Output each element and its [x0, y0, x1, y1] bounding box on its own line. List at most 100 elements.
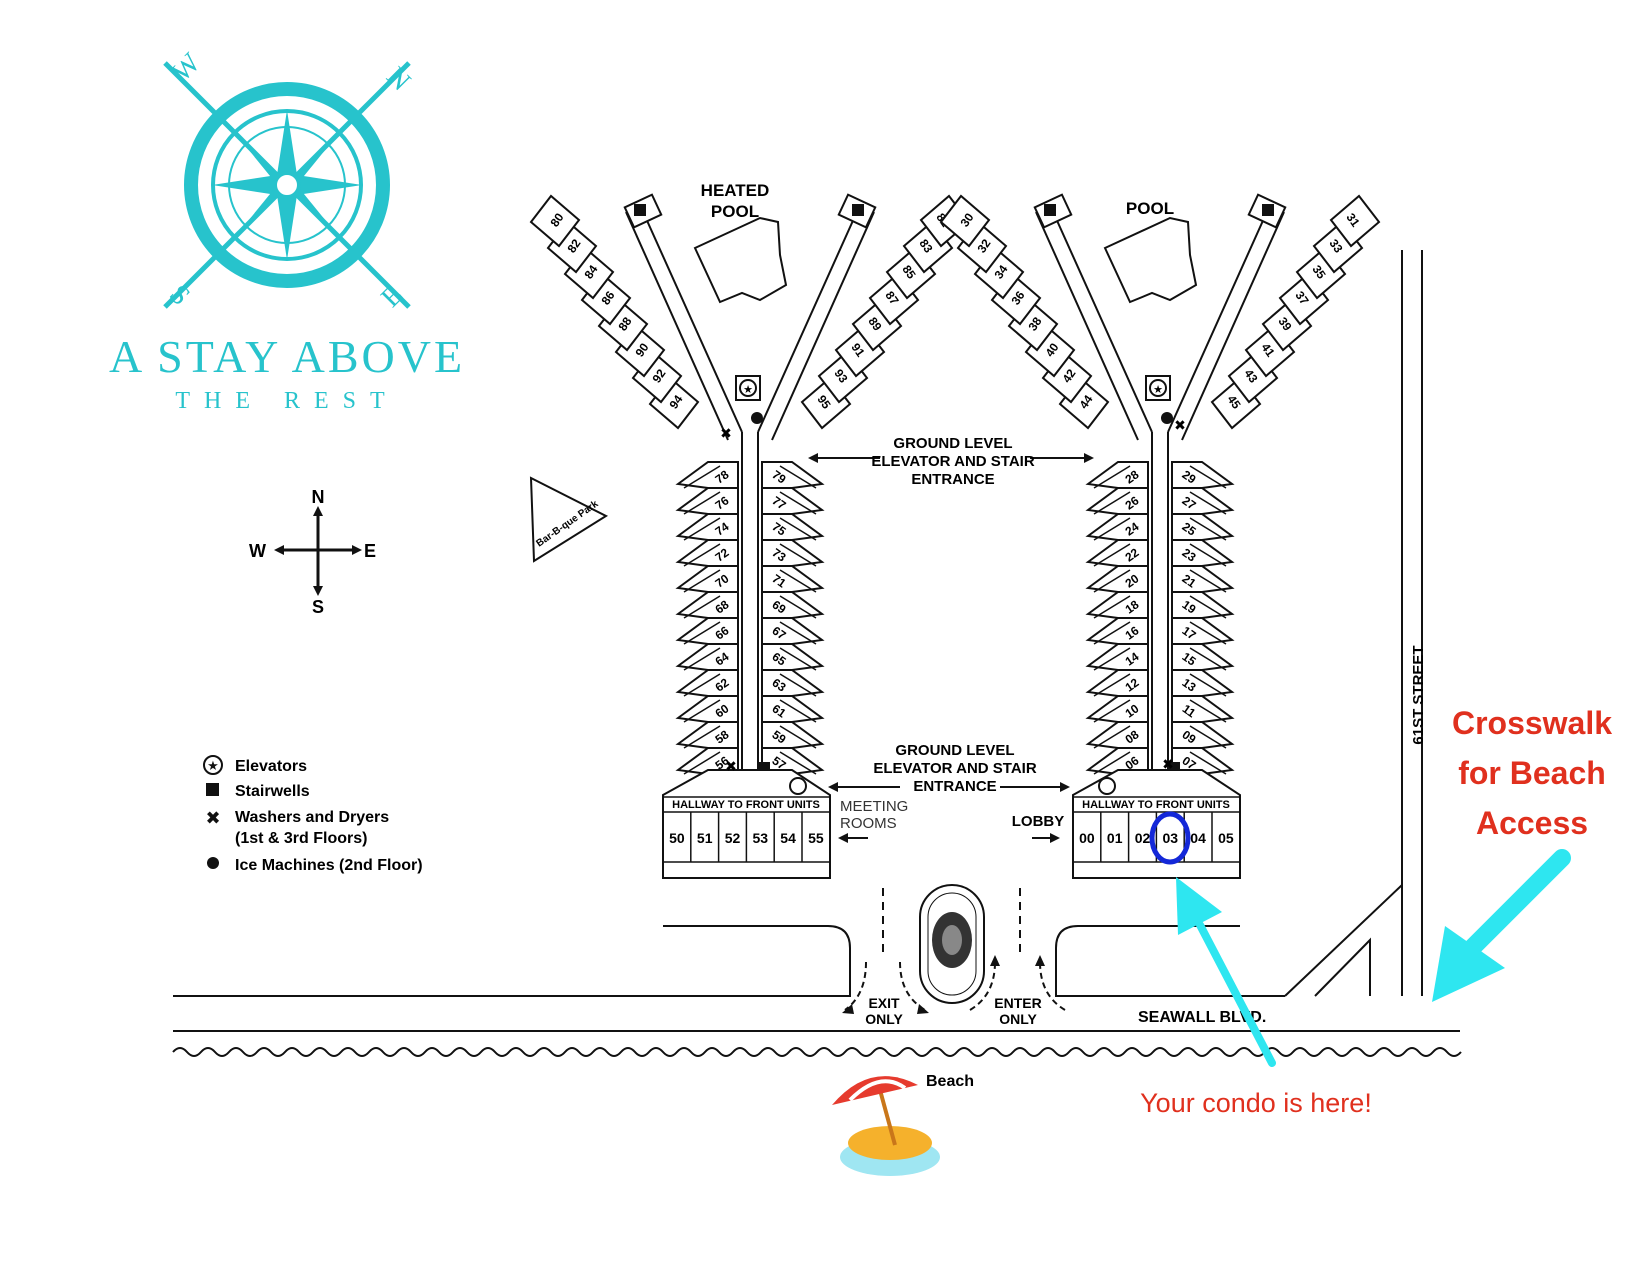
crosswalk-line3: Access	[1476, 805, 1588, 841]
right-unit-23: 23	[1171, 539, 1235, 567]
entrance-top-line3: ENTRANCE	[911, 471, 994, 488]
right-unit-05: 05	[1211, 812, 1234, 862]
north-arrow-compass-icon	[274, 506, 362, 596]
right-unit-18: 18	[1085, 591, 1149, 619]
legend-label-washers-note: (1st & 3rd Floors)	[235, 830, 367, 847]
meeting-rooms-line1: MEETING	[840, 798, 908, 815]
svg-text:02: 02	[1135, 830, 1151, 846]
logo-letter-e: E	[375, 280, 409, 314]
compass-e: E	[364, 541, 376, 561]
svg-text:54: 54	[780, 830, 796, 846]
svg-text:50: 50	[669, 830, 685, 846]
right-unit-00: 00	[1079, 830, 1095, 846]
left-stairwell-icon	[634, 204, 646, 216]
heated-pool-label-2: POOL	[711, 202, 759, 221]
left-unit-62: 62	[675, 669, 739, 697]
left-unit-69: 69	[761, 591, 825, 619]
crosswalk-arrow-icon	[1432, 849, 1571, 1002]
highlighted-unit-marker	[1149, 811, 1191, 865]
right-unit-31: 31	[1329, 194, 1381, 248]
washer-dryer-icon: ✖	[205, 808, 220, 828]
svg-text:03: 03	[1163, 830, 1179, 846]
right-unit-25: 25	[1171, 513, 1235, 541]
left-unit-80: 80	[529, 194, 581, 248]
right-unit-13: 13	[1171, 669, 1235, 697]
legend: ★ Elevators Stairwells ✖ Washers and Dry…	[203, 755, 423, 874]
hallway-label-left: HALLWAY TO FRONT UNITS	[672, 799, 820, 811]
enter-arrows-icon	[969, 961, 1066, 1011]
exit-only-line1: EXIT	[868, 995, 900, 1011]
logo-letter-w: W	[166, 47, 207, 88]
entrance-bottom: GROUND LEVEL ELEVATOR AND STAIR ENTRANCE	[828, 742, 1070, 795]
right-unit-11: 11	[1171, 695, 1235, 723]
left-unit-63: 63	[761, 669, 825, 697]
brand-title: A STAY ABOVE	[109, 331, 465, 382]
svg-text:51: 51	[697, 830, 713, 846]
right-top-washer-icon: ✖	[1174, 417, 1186, 433]
left-unit-75: 75	[761, 513, 825, 541]
condo-here-label: Your condo is here!	[1140, 1088, 1372, 1118]
right-unit-21: 21	[1171, 565, 1235, 593]
hallway-label-right: HALLWAY TO FRONT UNITS	[1082, 799, 1230, 811]
right-unit-08: 08	[1085, 721, 1149, 749]
pool: POOL	[1103, 199, 1198, 304]
right-bottom-elevator-icon	[1098, 777, 1116, 795]
heated-pool-label-1: HEATED	[701, 181, 770, 200]
right-unit-12: 12	[1085, 669, 1149, 697]
left-unit-79: 79	[761, 461, 825, 489]
left-unit-53: 53	[745, 812, 768, 862]
left-unit-65: 65	[761, 643, 825, 671]
entrance-bottom-line2: ELEVATOR AND STAIR	[873, 760, 1037, 777]
left-ice-machine-icon	[751, 412, 763, 424]
right-unit-14: 14	[1085, 643, 1149, 671]
legend-label-washers: Washers and Dryers	[235, 809, 389, 826]
right-elevator-icon: ★	[1145, 375, 1171, 401]
left-top-washer-icon: ✖	[720, 425, 732, 441]
ice-machine-icon	[207, 857, 219, 869]
left-unit-56: 56	[675, 747, 739, 775]
brand-subtitle: THE REST	[175, 388, 398, 414]
svg-text:★: ★	[207, 758, 219, 773]
right-building: 2826242220181614121008062927252321191715…	[939, 193, 1381, 879]
legend-label-stairwells: Stairwells	[235, 783, 310, 800]
right-unit-02: 02	[1127, 812, 1151, 862]
bbq-park: Bar-B-que Park	[529, 476, 609, 563]
left-unit-77: 77	[761, 487, 825, 515]
logo-letter-n: N	[380, 61, 416, 97]
right-unit-30: 30	[939, 194, 991, 248]
left-stairwell-icon	[852, 204, 864, 216]
fountain-island	[919, 884, 985, 1004]
svg-text:★: ★	[743, 384, 753, 396]
61st-street-label: 61ST STREET	[1410, 645, 1427, 744]
enter-only-line1: ENTER	[994, 995, 1041, 1011]
svg-text:55: 55	[808, 830, 824, 846]
condo-arrow-icon	[1176, 877, 1276, 1067]
enter-only-line2: ONLY	[999, 1011, 1037, 1027]
left-unit-61: 61	[761, 695, 825, 723]
left-unit-66: 66	[675, 617, 739, 645]
right-ice-machine-icon	[1161, 412, 1173, 424]
right-unit-01: 01	[1100, 812, 1123, 862]
left-unit-72: 72	[675, 539, 739, 567]
left-unit-59: 59	[761, 721, 825, 749]
left-unit-58: 58	[675, 721, 739, 749]
left-unit-74: 74	[675, 513, 739, 541]
left-unit-68: 68	[675, 591, 739, 619]
compass-w: W	[249, 541, 266, 561]
left-unit-51: 51	[690, 812, 713, 862]
left-unit-67: 67	[761, 617, 825, 645]
crosswalk-line1: Crosswalk	[1452, 705, 1612, 741]
compass-s: S	[312, 597, 324, 617]
seawall-blvd-label: SEAWALL BLVD.	[1138, 1009, 1266, 1026]
left-unit-70: 70	[675, 565, 739, 593]
right-unit-17: 17	[1171, 617, 1235, 645]
meeting-rooms-line2: ROOMS	[840, 815, 897, 832]
left-elevator-icon: ★	[735, 375, 761, 401]
left-building: 7876747270686664626058567977757371696765…	[529, 193, 971, 879]
right-unit-09: 09	[1171, 721, 1235, 749]
svg-text:52: 52	[725, 830, 741, 846]
meeting-arrow-icon	[838, 833, 868, 843]
right-unit-29: 29	[1171, 461, 1235, 489]
